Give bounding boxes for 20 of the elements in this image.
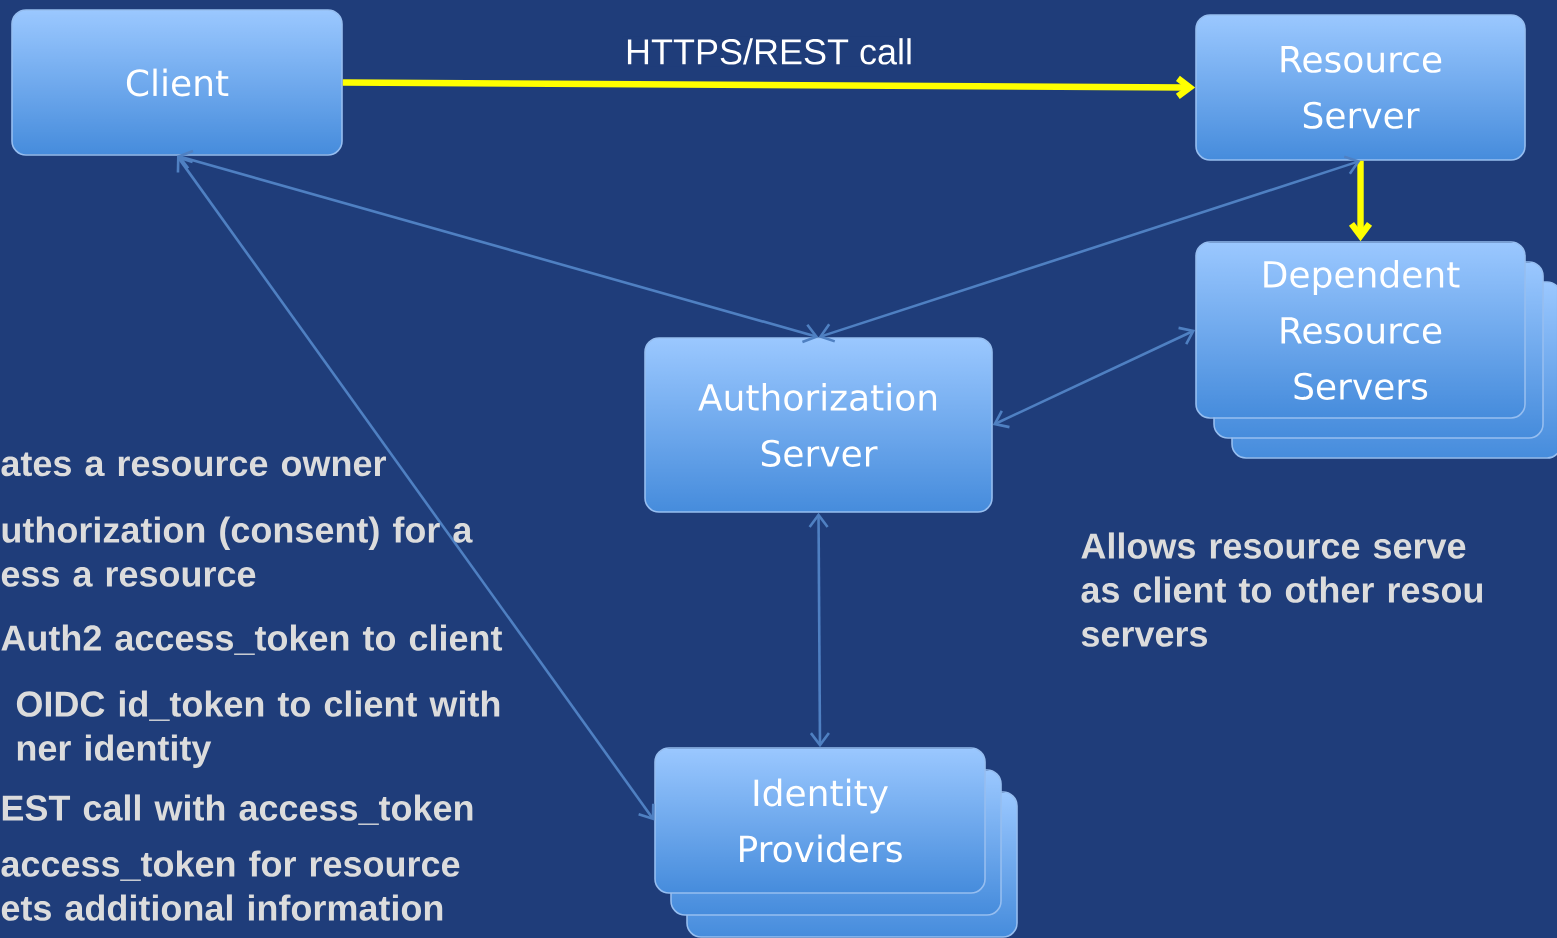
note-text: ates a resource owner — [1, 452, 386, 477]
note-text: Allows resource serve as client to other resou servers — [1081, 532, 1483, 647]
arrow — [176, 155, 655, 821]
arrow — [992, 326, 1196, 429]
note-text: EST call with access_token — [2, 794, 473, 825]
note-text: access_token for resource ets additional information — [1, 850, 460, 921]
arrow — [177, 149, 819, 344]
arrow — [342, 75, 1196, 99]
process-box: Resource Server — [1195, 14, 1526, 161]
note-text: Auth2 access_token to client — [1, 624, 503, 655]
arrow — [1348, 160, 1373, 242]
process-box: Dependent Resource Servers — [1195, 241, 1526, 419]
process-box: Client — [11, 9, 343, 156]
edge-label: HTTPS/REST call — [623, 36, 916, 67]
note-text: OIDC id_token to client with ner identity — [16, 690, 500, 768]
arrow — [808, 512, 830, 748]
arrow — [818, 155, 1361, 343]
process-box: Identity Providers — [654, 747, 986, 894]
note-text: uthorization (consent) for a ess a resource — [1, 516, 473, 587]
process-box: Authorization Server — [644, 337, 993, 513]
